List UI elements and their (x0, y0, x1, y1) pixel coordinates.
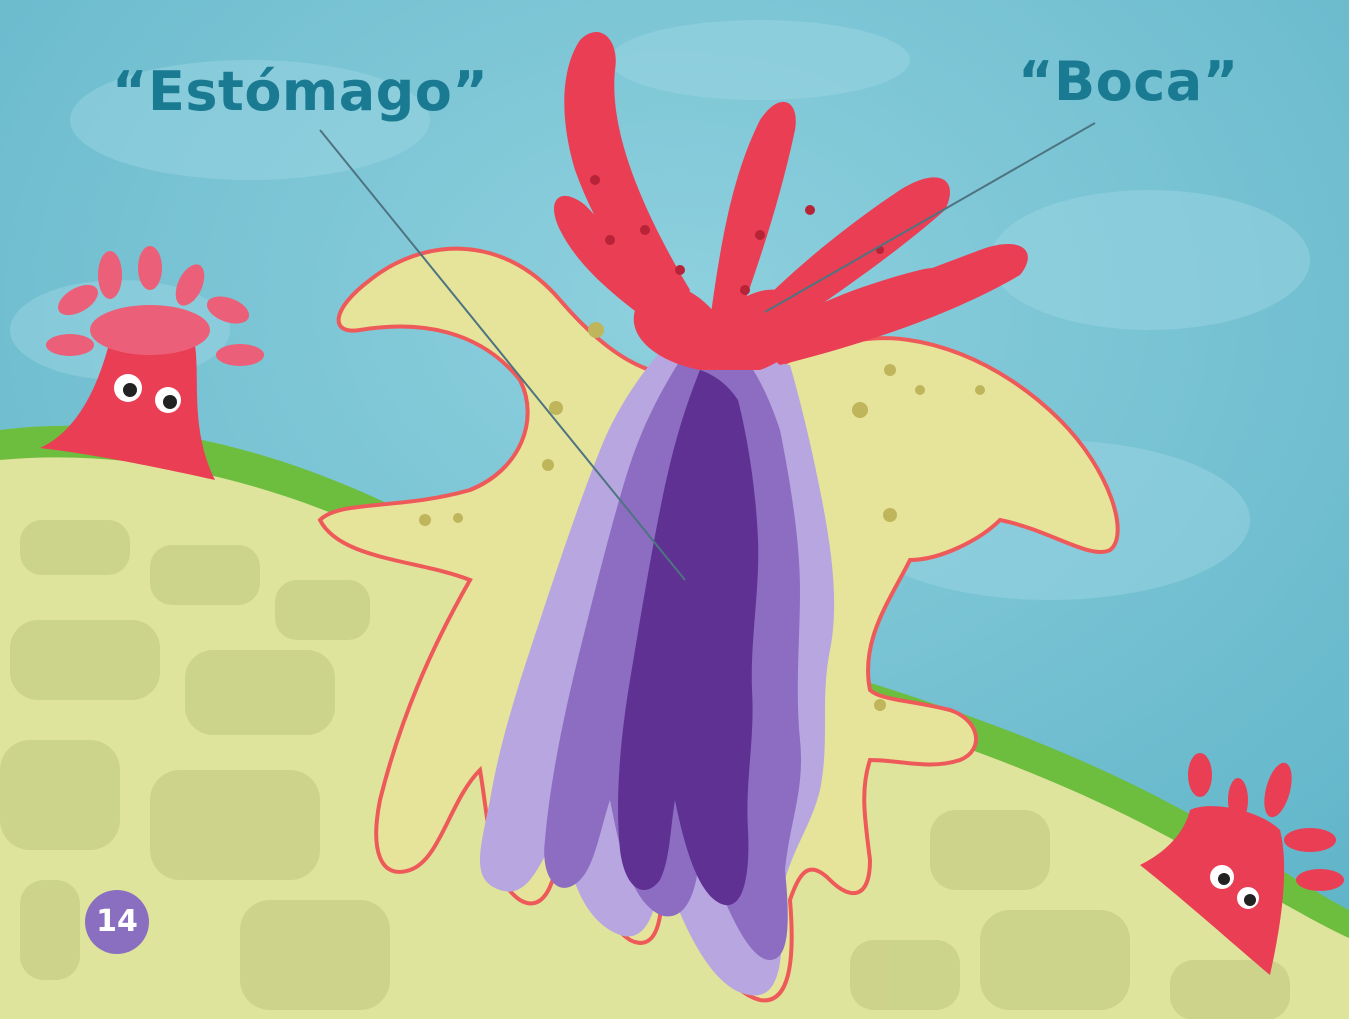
page-number-badge: 14 (85, 890, 149, 954)
stomach-label: “Estómago” (112, 60, 488, 123)
mouth-label: “Boca” (1018, 50, 1239, 113)
